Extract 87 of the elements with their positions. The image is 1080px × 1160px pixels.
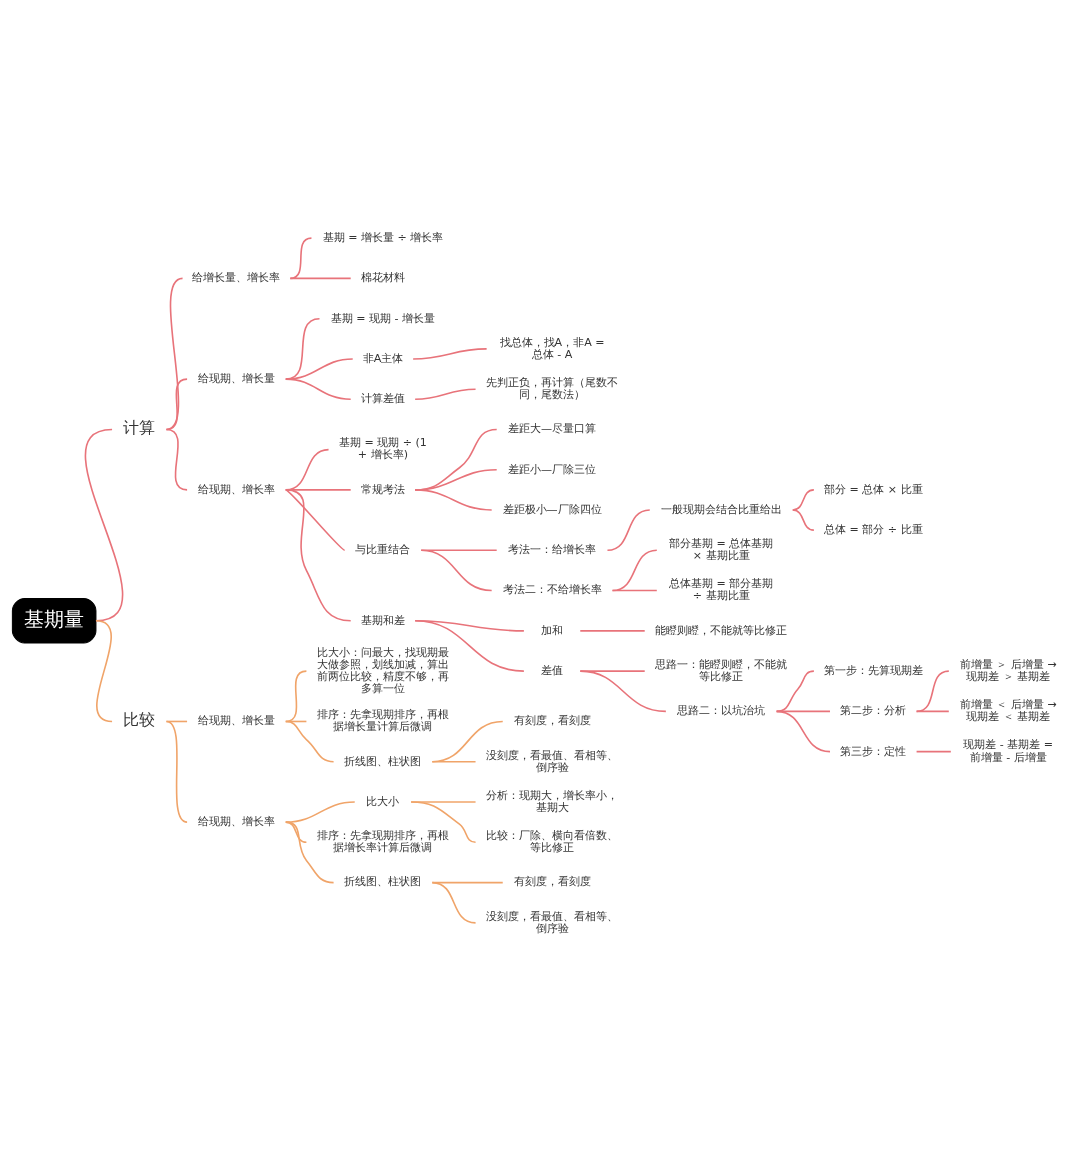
connector: [579, 629, 646, 632]
node-text: 常规考法: [360, 482, 405, 496]
connector: [775, 710, 831, 752]
connector: [579, 669, 667, 712]
connector: [289, 277, 352, 279]
node-box: 基期量: [11, 597, 97, 643]
connector: [165, 377, 188, 430]
node-text: 前增量 ＜ 后增量 → 现期差 ＜ 基期差: [959, 697, 1057, 723]
node-text: 差距小—厂除三位: [508, 462, 597, 476]
connector: [915, 669, 950, 712]
connector: [412, 347, 488, 360]
connector: [431, 720, 504, 763]
connector: [915, 750, 952, 752]
node-text: 考法二：不给增长率: [502, 582, 602, 596]
node-text: 部分 = 总体 × 比重: [823, 482, 923, 496]
node-text: 先判正负，再计算（尾数不同，尾数法）: [486, 375, 619, 401]
node-text: 计算: [123, 417, 156, 437]
node-text: 给现期、增长量: [197, 713, 275, 727]
connector: [606, 508, 651, 551]
node-text: 第三步：定性: [840, 743, 907, 757]
node-text: 没刻度，看最值、看相等、倒序验: [486, 748, 619, 774]
connector: [791, 508, 815, 531]
connector: [165, 428, 188, 491]
connector: [420, 549, 498, 551]
connector: [284, 669, 308, 722]
node-text: 基期 = 现期 ÷ (1 + 增长率): [338, 435, 427, 461]
connector: [775, 669, 815, 712]
node-text: 总体 = 部分 ÷ 比重: [823, 522, 923, 536]
node-text: 给现期、增长率: [197, 482, 275, 496]
node-text: 没刻度，看最值、看相等、倒序验: [486, 909, 619, 935]
node-text: 与比重结合: [355, 542, 411, 556]
node-text: 比大小: [366, 794, 400, 808]
connector: [284, 488, 346, 551]
node-text: 比大小：问最大，找现期最大做参照，划线加减，算出前两位比较，精度不够，再多算一位: [316, 645, 449, 695]
node-text: 给现期、增长率: [197, 814, 275, 828]
connector: [414, 387, 477, 400]
node-text: 比较: [123, 709, 156, 729]
node-text: 差值: [541, 663, 564, 677]
node-text: 加和: [541, 623, 564, 637]
node-text: 部分基期 = 总体基期 × 基期比重: [669, 536, 774, 562]
connector: [431, 881, 477, 924]
node-text: 比较：厂除、横向看倍数、等比修正: [486, 828, 619, 854]
connector: [414, 619, 525, 672]
connector: [284, 820, 335, 883]
node-text: 排序：先拿现期排序，再根据增长率计算后微调: [316, 828, 449, 854]
connector: [284, 488, 352, 622]
node-text: 思路二：以坑治坑: [677, 703, 766, 717]
connector: [410, 800, 477, 843]
connector: [284, 720, 335, 763]
node-text: 折线图、柱状图: [344, 754, 422, 768]
node-text: 现期差 - 基期差 = 前增量 - 后增量: [963, 737, 1054, 764]
connector: [414, 488, 493, 511]
node-text: 有刻度，看刻度: [513, 713, 591, 727]
node-text: 基期 = 增长量 ÷ 增长率: [322, 230, 444, 244]
node-text: 分析：现期大，增长率小，基期大: [486, 788, 619, 814]
node-text: 考法一：给增长率: [508, 542, 597, 556]
node-text: 棉花材料: [360, 270, 405, 284]
connector: [165, 720, 188, 823]
connector: [420, 549, 493, 591]
connector: [431, 760, 477, 763]
node-text: 思路一：能瞪则瞪，不能就等比修正: [655, 657, 788, 683]
connector: [95, 619, 113, 722]
connector: [284, 377, 352, 400]
node-text: 前增量 ＞ 后增量 → 现期差 ＞ 基期差: [959, 657, 1057, 683]
node-text: 给增长量、增长率: [192, 270, 281, 284]
node-text: 一般现期会结合比重给出: [660, 502, 782, 516]
connector: [84, 428, 124, 622]
connector: [611, 589, 658, 591]
node-text: 找总体，找A，非A = 总体 - A: [499, 335, 605, 361]
node-text: 能瞪则瞪，不能就等比修正: [655, 623, 788, 637]
connector: [289, 236, 313, 279]
node-text: 差距大—尽量口算: [508, 421, 597, 435]
node-text: 总体基期 = 部分基期 ÷ 基期比重: [669, 576, 774, 602]
connector: [284, 800, 356, 823]
node-text: 折线图、柱状图: [344, 874, 422, 888]
connector: [611, 549, 658, 591]
connector: [915, 710, 950, 712]
node-text: 给现期、增长量: [197, 371, 275, 385]
node-text: 第一步：先算现期差: [823, 663, 923, 677]
node-text: 基期和差: [360, 613, 405, 627]
node-text: 有刻度，看刻度: [513, 874, 591, 888]
node-text: 计算差值: [360, 391, 405, 405]
node-text: 差距极小—厂除四位: [502, 502, 602, 516]
node-text: 排序：先拿现期排序，再根据增长量计算后微调: [316, 707, 449, 733]
node-text: 非A主体: [362, 351, 404, 365]
node-text: 第二步：分析: [840, 703, 907, 717]
node-text: 基期 = 现期 - 增长量: [330, 311, 436, 325]
